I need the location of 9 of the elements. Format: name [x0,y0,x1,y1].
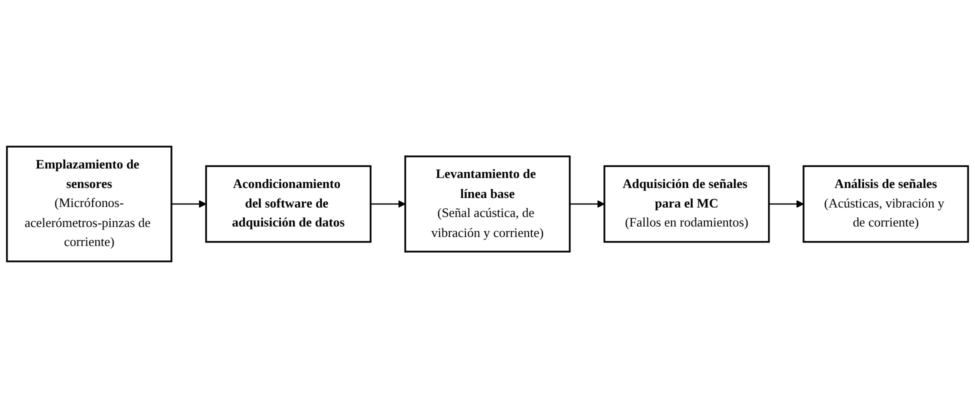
node-box: Levantamiento de línea base (Señal acústica, de vibración y corriente) [404,156,571,252]
arrow [171,200,206,208]
arrow [768,200,804,208]
arrow [370,200,406,208]
node-box: Emplazamiento de sensores (Micrófonos-acelerómetros-pinzas de corriente) [6,146,172,262]
node-box: Acondicionamiento del software de adquisición de datos [205,165,372,243]
arrow [570,200,605,208]
node-box: Adquisición de señales para el MC (Fallos en rodamientos) [604,165,770,243]
node-box: Análisis de señales (Acústicas, vibración y de corriente) [802,165,969,243]
